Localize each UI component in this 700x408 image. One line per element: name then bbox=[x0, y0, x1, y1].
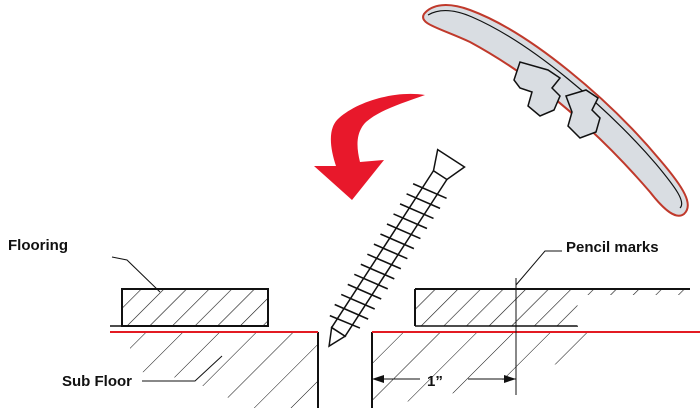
transition-molding bbox=[422, 4, 689, 217]
flooring-leader bbox=[111, 256, 161, 293]
pencil-marks-label: Pencil marks bbox=[566, 239, 659, 256]
anchor-screw bbox=[328, 148, 466, 348]
flooring-right bbox=[414, 288, 700, 327]
sub-floor-left bbox=[130, 332, 319, 408]
curved-arrow-down-icon bbox=[314, 93, 425, 200]
dimension-label: 1” bbox=[427, 373, 443, 390]
sub-floor-right bbox=[371, 332, 600, 408]
sub-floor-label: Sub Floor bbox=[62, 373, 132, 390]
flooring-label: Flooring bbox=[8, 237, 68, 254]
pencil-marks-leader bbox=[515, 250, 562, 286]
sub-floor-leader bbox=[142, 355, 223, 382]
flooring-left bbox=[110, 288, 269, 327]
dimension-callout: 1” bbox=[372, 373, 516, 390]
